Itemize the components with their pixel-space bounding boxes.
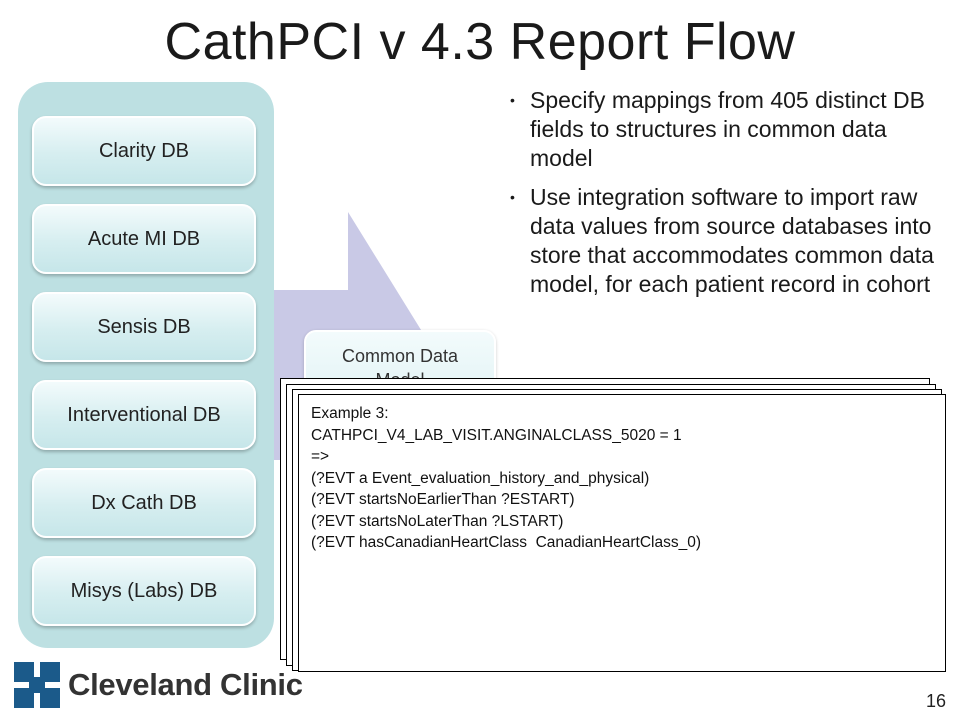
example-line: => <box>311 448 330 465</box>
acute-mi-db-button[interactable]: Acute MI DB <box>32 204 256 274</box>
sensis-db-button[interactable]: Sensis DB <box>32 292 256 362</box>
example-line: (?EVT startsNoLaterThan ?LSTART) <box>311 512 564 530</box>
misys-labs-db-button[interactable]: Misys (Labs) DB <box>32 556 256 626</box>
bullet-text: Use integration software to import raw d… <box>530 184 934 297</box>
cleveland-clinic-logo: Cleveland Clinic <box>14 662 303 708</box>
db-label: Sensis DB <box>97 315 191 338</box>
example-line: CATHPCI_V4_LAB_VISIT.ANGINALCLASS_5020 =… <box>311 426 682 444</box>
bullet-dot-icon: • <box>510 189 515 205</box>
cleveland-clinic-logo-icon <box>14 662 60 708</box>
cdm-label-line1: Common Data <box>341 346 459 366</box>
example-line: (?EVT hasCanadianHeartClass CanadianHear… <box>311 534 701 551</box>
bullet-item: • Specify mappings from 405 distinct DB … <box>506 86 946 173</box>
db-label: Clarity DB <box>98 139 189 162</box>
clarity-db-button[interactable]: Clarity DB <box>32 116 256 186</box>
bullet-text: Specify mappings from 405 distinct DB fi… <box>530 87 926 171</box>
example-mapping-card: Example 3: CATHPCI_V4_LAB_VISIT.ANGINALC… <box>298 394 946 672</box>
db-label: Acute MI DB <box>87 227 201 250</box>
logo-text: Cleveland Clinic <box>68 667 303 702</box>
example-line: (?EVT startsNoEarlierThan ?ESTART) <box>311 491 575 508</box>
page-number: 16 <box>925 691 946 711</box>
db-label: Interventional DB <box>67 403 221 426</box>
example-line: (?EVT a Event_evaluation_history_and_phy… <box>311 469 650 487</box>
db-label: Misys (Labs) DB <box>70 579 218 602</box>
dx-cath-db-button[interactable]: Dx Cath DB <box>32 468 256 538</box>
db-label: Dx Cath DB <box>91 491 197 514</box>
bullet-list: • Specify mappings from 405 distinct DB … <box>506 86 946 309</box>
bullet-dot-icon: • <box>510 92 515 108</box>
interventional-db-button[interactable]: Interventional DB <box>32 380 256 450</box>
bullet-item: • Use integration software to import raw… <box>506 183 946 299</box>
page-title: CathPCI v 4.3 Report Flow <box>164 13 796 71</box>
example-line: Example 3: <box>311 405 389 422</box>
